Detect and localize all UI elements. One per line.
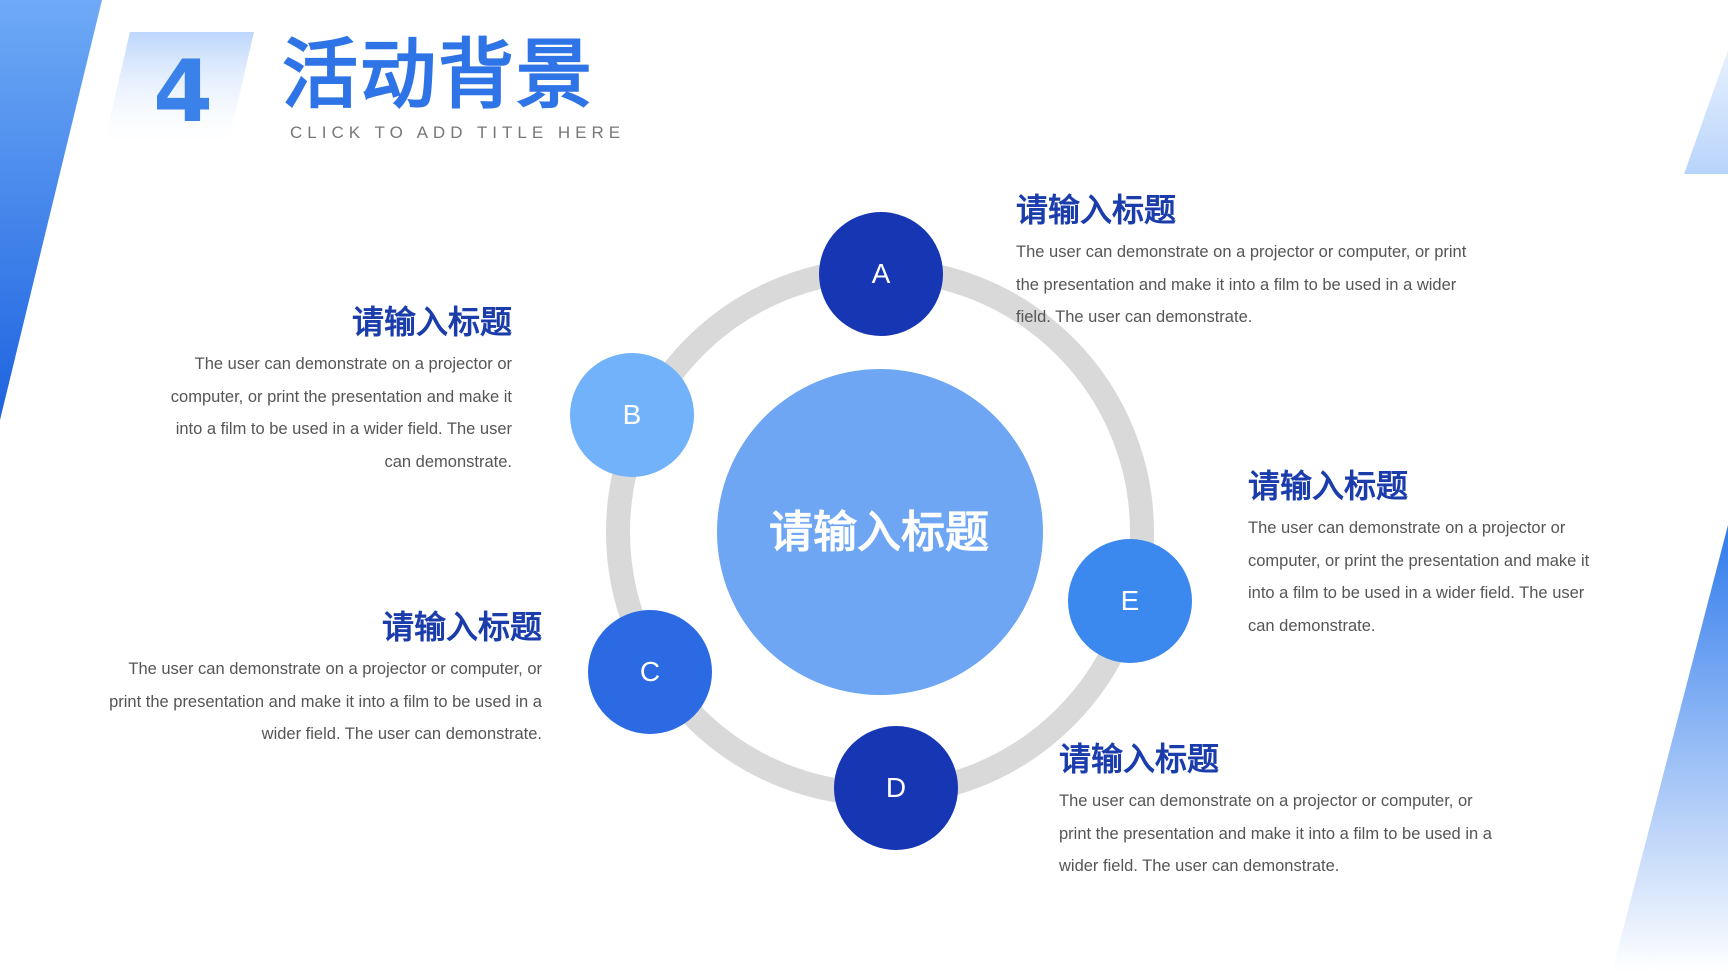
block-e-heading: 请输入标题 — [1248, 467, 1409, 505]
center-label: 请输入标题 — [769, 507, 989, 558]
top-right-stripe — [1684, 50, 1728, 174]
node-d-label: D — [885, 772, 907, 803]
text-block-d: 请输入标题 The user can demonstrate on a proj… — [1059, 739, 1499, 883]
node-e-label: E — [1120, 585, 1140, 616]
block-c-text: The user can demonstrate on a projector … — [109, 660, 542, 743]
node-c-circle — [588, 610, 712, 734]
text-block-a: 请输入标题 The user can demonstrate on a proj… — [1016, 190, 1486, 334]
node-a-circle — [819, 212, 943, 336]
node-c-label: C — [639, 656, 661, 687]
node-b-label: B — [622, 399, 642, 430]
node-b-circle — [570, 353, 694, 477]
block-d-heading: 请输入标题 — [1059, 740, 1220, 778]
section-number: 4 — [153, 42, 213, 142]
left-stripe — [0, 0, 102, 420]
block-b-heading: 请输入标题 — [351, 303, 512, 341]
node-d-circle — [834, 726, 958, 850]
block-c-heading: 请输入标题 — [381, 608, 542, 646]
bottom-right-stripe — [1612, 525, 1728, 972]
page-title: 活动背景 — [282, 30, 594, 119]
page-subtitle: CLICK TO ADD TITLE HERE — [290, 123, 626, 142]
number-backdrop — [104, 32, 254, 144]
text-block-b: 请输入标题 The user can demonstrate on a proj… — [160, 302, 512, 478]
block-a-heading: 请输入标题 — [1016, 191, 1177, 229]
center-circle — [717, 369, 1043, 695]
text-block-e: 请输入标题 The user can demonstrate on a proj… — [1248, 466, 1598, 642]
node-e-circle — [1068, 539, 1192, 663]
text-block-c: 请输入标题 The user can demonstrate on a proj… — [100, 607, 542, 751]
block-b-text: The user can demonstrate on a projector … — [170, 355, 512, 471]
block-e-text: The user can demonstrate on a projector … — [1248, 519, 1590, 635]
block-a-text: The user can demonstrate on a projector … — [1016, 243, 1467, 326]
node-a-label: A — [871, 258, 891, 289]
block-d-text: The user can demonstrate on a projector … — [1059, 792, 1492, 875]
